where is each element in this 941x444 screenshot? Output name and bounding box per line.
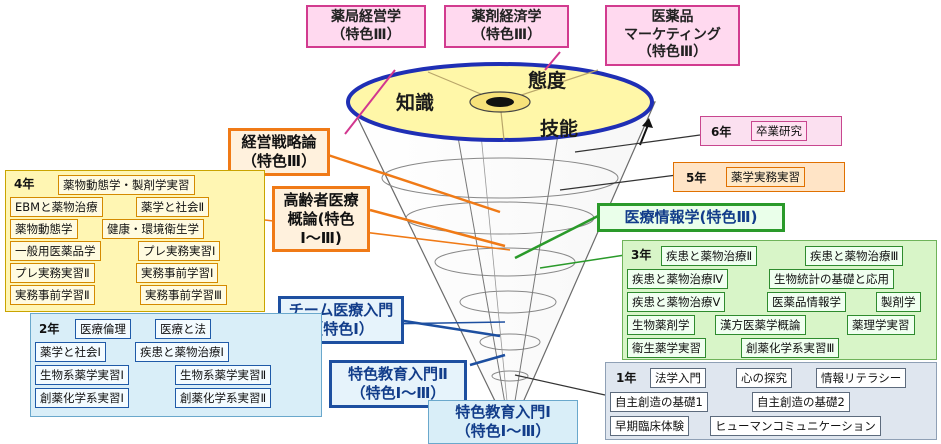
year3-course: 衛生薬学実習 xyxy=(627,338,706,358)
cone-ring-2 xyxy=(479,333,541,351)
year1-course: 自主創造の基礎1 xyxy=(610,392,708,412)
year1-course: 情報リテラシー xyxy=(816,368,907,388)
year2-label: 2年 xyxy=(39,322,60,336)
cone-label-knowledge: 知識 xyxy=(396,92,435,114)
year3-course: 疾患と薬物治療Ⅴ xyxy=(627,292,726,312)
course-tokushoku-2: 特色教育入門Ⅱ（特色Ⅰ～Ⅲ） xyxy=(329,360,467,408)
year4-course: 一般用医薬品学 xyxy=(10,241,101,261)
year4-course: 実務事前学習Ⅲ xyxy=(140,285,227,305)
year4-label: 4年 xyxy=(14,177,35,191)
year4-course: 薬物動態学・製剤学実習 xyxy=(58,175,195,195)
year5-panel: 5年 薬学実務実習 xyxy=(673,162,845,192)
course-yakuzai-keizai: 薬剤経済学（特色Ⅲ） xyxy=(444,5,569,48)
year1-course: ヒューマンコミュニケーション xyxy=(710,416,881,436)
year2-course: 医療と法 xyxy=(155,319,211,339)
course-tokushoku-1: 特色教育入門Ⅰ（特色Ⅰ～Ⅲ） xyxy=(428,400,578,444)
year6-course: 卒業研究 xyxy=(751,121,807,141)
course-yakkyoku-keiei: 薬局経営学（特色Ⅲ） xyxy=(306,5,426,48)
cone-hub-center xyxy=(486,97,514,107)
year4-panel: 4年 薬物動態学・製剤学実習 EBMと薬物治療 薬学と社会Ⅱ 薬物動態学 健康・… xyxy=(5,170,265,312)
cone-ring-3 xyxy=(459,290,557,314)
year2-course: 疾患と薬物治療Ⅰ xyxy=(135,342,229,362)
year1-course: 早期臨床体験 xyxy=(610,416,689,436)
year2-course: 薬学と社会Ⅰ xyxy=(35,342,106,362)
year4-course: プレ実務実習Ⅰ xyxy=(138,241,221,261)
year4-course: プレ実務実習Ⅱ xyxy=(10,263,95,283)
year4-course: 健康・環境衛生学 xyxy=(102,219,204,239)
year2-course: 生物系薬学実習Ⅰ xyxy=(35,365,129,385)
year5-label: 5年 xyxy=(686,171,707,185)
course-keiei-senryaku: 経営戦略論（特色Ⅲ） xyxy=(228,128,330,176)
year3-course: 医薬品情報学 xyxy=(767,292,846,312)
year3-panel: 3年 疾患と薬物治療Ⅱ 疾患と薬物治療Ⅲ 疾患と薬物治療Ⅳ 生物統計の基礎と応用… xyxy=(622,240,937,360)
year2-course: 創薬化学系実習Ⅱ xyxy=(175,388,272,408)
year2-course: 医療倫理 xyxy=(75,319,131,339)
course-iryo-joho: 医療情報学(特色Ⅲ) xyxy=(597,203,785,232)
year3-course: 疾患と薬物治療Ⅱ xyxy=(661,246,758,266)
year3-label: 3年 xyxy=(631,248,652,262)
year3-course: 生物薬剤学 xyxy=(627,315,695,335)
year3-course: 創薬化学系実習Ⅲ xyxy=(741,338,840,358)
year2-panel: 2年 医療倫理 医療と法 薬学と社会Ⅰ 疾患と薬物治療Ⅰ 生物系薬学実習Ⅰ 生物… xyxy=(30,313,322,417)
year2-course: 生物系薬学実習Ⅱ xyxy=(175,365,272,385)
cone-ring-1 xyxy=(491,370,529,382)
year3-course: 漢方医薬学概論 xyxy=(715,315,806,335)
year4-course: 薬学と社会Ⅱ xyxy=(136,197,210,217)
year3-course: 生物統計の基礎と応用 xyxy=(769,269,894,289)
year1-course: 法学入門 xyxy=(650,368,706,388)
year1-course: 心の探究 xyxy=(736,368,792,388)
cone-label-attitude: 態度 xyxy=(528,70,567,92)
year4-course: 薬物動態学 xyxy=(10,219,78,239)
year4-course: EBMと薬物治療 xyxy=(10,197,103,217)
year4-course: 実務事前学習Ⅰ xyxy=(136,263,219,283)
cone-ring-6 xyxy=(381,157,619,199)
year3-course: 製剤学 xyxy=(876,292,921,312)
year3-course: 疾患と薬物治療Ⅳ xyxy=(627,269,729,289)
year6-panel: 6年 卒業研究 xyxy=(700,116,842,146)
year5-course: 薬学実務実習 xyxy=(726,167,805,187)
course-iyakuhin-marketing: 医薬品マーケティング（特色Ⅲ） xyxy=(605,5,740,66)
year2-course: 創薬化学系実習Ⅰ xyxy=(35,388,129,408)
year4-course: 実務事前学習Ⅱ xyxy=(10,285,95,305)
year1-course: 自主創造の基礎2 xyxy=(752,392,850,412)
year3-course: 疾患と薬物治療Ⅲ xyxy=(805,246,904,266)
cone-label-skill: 技能 xyxy=(540,118,579,140)
year3-course: 薬理学実習 xyxy=(847,315,915,335)
year1-label: 1年 xyxy=(616,371,637,385)
year6-label: 6年 xyxy=(711,125,732,139)
year1-panel: 1年 法学入門 心の探究 情報リテラシー 自主創造の基礎1 自主創造の基礎2 早… xyxy=(605,362,937,440)
